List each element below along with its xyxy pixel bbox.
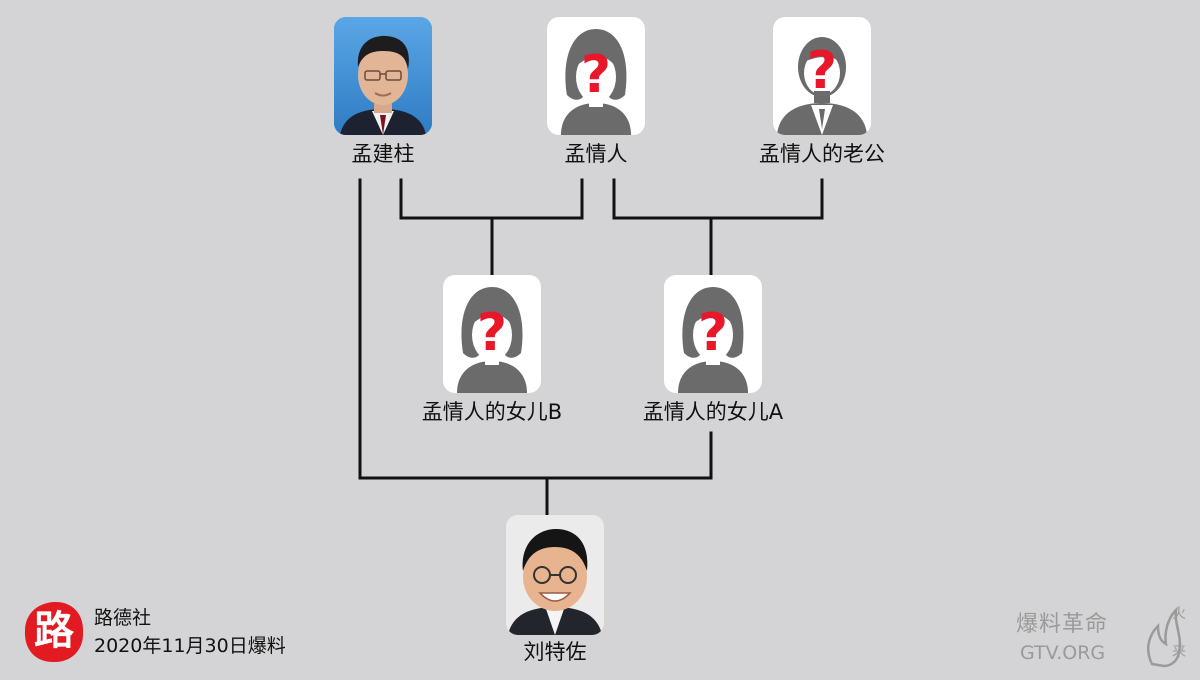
unknown-male-avatar: ? — [773, 17, 871, 135]
unknown-female-avatar: ? — [443, 275, 541, 393]
watermark-chinese: 爆料革命 — [1016, 612, 1109, 637]
person-liu-tezuo: 刘特佐 — [455, 515, 655, 665]
connector-mistress-husband — [612, 178, 824, 220]
watermark-mark-top: 火 — [1172, 606, 1186, 622]
watermark-mark-bottom: 来 — [1172, 644, 1186, 660]
watermark-url: GTV.ORG — [1020, 642, 1106, 664]
question-mark-icon: ? — [806, 41, 838, 101]
person-daughter-a: ? 孟情人的女儿A — [613, 275, 813, 425]
source-name: 路德社 — [94, 607, 152, 629]
name-daughter-a: 孟情人的女儿A — [642, 400, 784, 424]
name-meng-jianzhu: 孟建柱 — [351, 142, 415, 166]
source-date: 2020年11月30日爆料 — [94, 635, 286, 657]
person-daughter-b: ? 孟情人的女儿B — [392, 275, 592, 425]
person-mistress-husband: ? 孟情人的老公 — [722, 17, 922, 167]
connector-meng-down — [358, 178, 713, 480]
question-mark-icon: ? — [580, 45, 612, 105]
source-credit: 路德社 2020年11月30日爆料 — [94, 604, 286, 660]
logo-character: 路 — [34, 607, 74, 654]
name-daughter-b: 孟情人的女儿B — [421, 400, 563, 424]
name-mistress-husband: 孟情人的老公 — [759, 142, 885, 166]
person-mistress: ? 孟情人 — [496, 17, 696, 167]
person-meng-jianzhu: 孟建柱 — [283, 17, 483, 167]
gtv-watermark: 爆料革命 GTV.ORG 火 来 — [1016, 604, 1186, 670]
question-mark-icon: ? — [697, 303, 729, 363]
name-mistress: 孟情人 — [564, 142, 628, 166]
unknown-female-avatar: ? — [664, 275, 762, 393]
flame-icon: 火 来 — [1142, 604, 1186, 668]
ludeshe-logo: 路 — [22, 600, 86, 664]
question-mark-icon: ? — [476, 303, 508, 363]
photo-meng-jianzhu — [334, 17, 432, 135]
name-liu-tezuo: 刘特佐 — [523, 640, 587, 664]
unknown-female-avatar: ? — [547, 17, 645, 135]
connector-meng-mistress — [399, 178, 584, 220]
photo-liu-tezuo — [506, 515, 604, 635]
